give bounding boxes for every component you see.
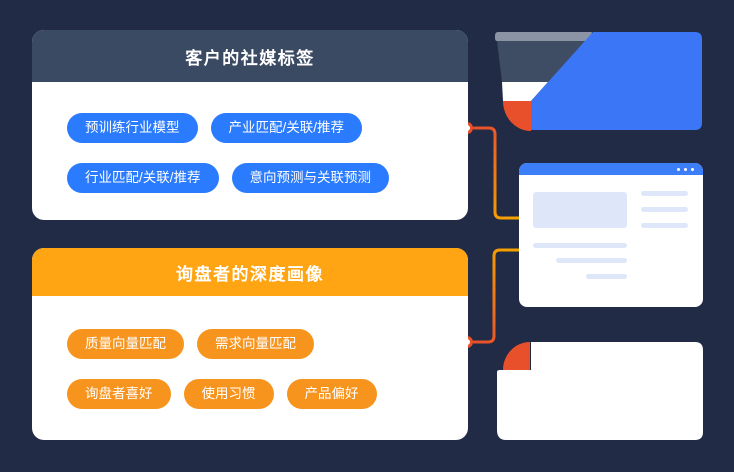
text-line-placeholder [641,223,688,228]
inquirer-profile-row-2: 询盘者喜好 使用习惯 产品偏好 [67,379,377,409]
browser-card-titlebar [519,163,703,175]
inquirer-profile-row-1: 质量向量匹配 需求向量匹配 [67,329,314,359]
tag-pill-industry-match-recommend[interactable]: 产业匹配/关联/推荐 [210,113,363,143]
tag-pill-product-preference[interactable]: 产品偏好 [286,379,377,409]
social-tags-panel: 客户的社媒标签 预训练行业模型 产业匹配/关联/推荐 行业匹配/关联/推荐 意向… [32,30,468,220]
text-line-placeholder [533,243,627,248]
tag-pill-quality-vector-match[interactable]: 质量向量匹配 [67,329,184,359]
tag-pill-usage-habit[interactable]: 使用习惯 [183,379,274,409]
tag-pill-inquirer-preference[interactable]: 询盘者喜好 [67,379,171,409]
social-tags-row-1: 预训练行业模型 产业匹配/关联/推荐 [67,113,363,143]
window-dot-icon [684,167,687,171]
inquirer-profile-panel-header: 询盘者的深度画像 [32,248,468,296]
window-white-band [502,82,548,101]
text-line-placeholder [641,207,688,212]
window-body-shape [497,41,586,82]
window-titlebar-shape [495,32,592,41]
image-placeholder [533,192,627,228]
window-dot-icon [691,167,694,171]
bottom-card-illustration [497,342,703,440]
text-line-placeholder [641,191,688,196]
text-line-placeholder [586,274,627,279]
red-quarter-corner [503,342,530,370]
connector-bottom [472,248,521,344]
red-corner-shape [503,101,531,131]
window-dot-icon [677,167,680,171]
inquirer-profile-panel-title: 询盘者的深度画像 [176,264,324,284]
inquirer-profile-panel: 询盘者的深度画像 质量向量匹配 需求向量匹配 询盘者喜好 使用习惯 产品偏好 [32,248,468,440]
social-tags-panel-title: 客户的社媒标签 [185,48,315,68]
connector-lines [461,122,521,348]
social-tags-row-2: 行业匹配/关联/推荐 意向预测与关联预测 [67,163,390,193]
text-line-placeholder [556,258,627,263]
window-collage-illustration [495,32,702,131]
blue-panel-shape [531,32,702,130]
browser-window-card [519,163,703,307]
bottom-card-body [497,342,703,440]
social-tags-panel-header: 客户的社媒标签 [32,30,468,82]
tag-pill-demand-vector-match[interactable]: 需求向量匹配 [197,329,314,359]
connector-top [472,126,521,220]
tag-pill-sector-match-recommend[interactable]: 行业匹配/关联/推荐 [67,163,219,193]
tag-pill-intent-prediction[interactable]: 意向预测与关联预测 [231,163,390,193]
tag-pill-pretrained-model[interactable]: 预训练行业模型 [67,113,198,143]
